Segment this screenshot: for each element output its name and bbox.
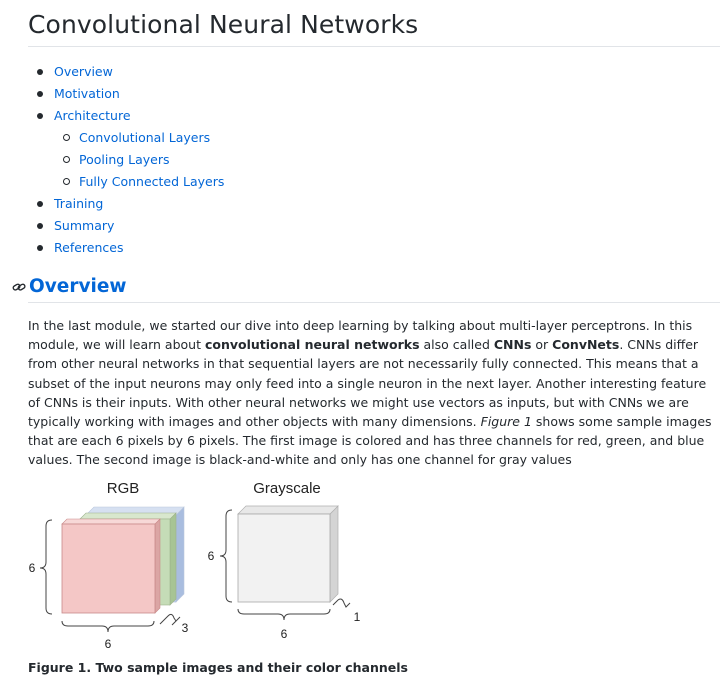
red-channel-side: [154, 518, 161, 614]
bold-term: convolutional neural networks: [204, 337, 420, 353]
section-title[interactable]: Overview: [29, 275, 127, 297]
toc-item: Architecture: [28, 105, 224, 127]
bullet-icon: [37, 113, 43, 119]
rgb-width-label: 6: [105, 637, 112, 651]
blue-channel-side: [175, 506, 185, 603]
green-channel-top: [79, 512, 177, 520]
hollow-bullet-icon: [63, 134, 70, 141]
rgb-cube: [61, 506, 185, 614]
red-channel-face: [61, 523, 156, 614]
red-channel-top: [61, 518, 161, 525]
gray-depth-brace: [332, 598, 351, 608]
toc-link[interactable]: Pooling Layers: [79, 152, 170, 167]
bold-term: ConvNets: [552, 337, 620, 353]
bullet-icon: [37, 201, 43, 207]
hollow-bullet-icon: [63, 156, 70, 163]
toc-link[interactable]: References: [54, 240, 124, 255]
gray-width-brace: [237, 608, 331, 621]
gray-channel-side: [329, 505, 339, 603]
page-title: Convolutional Neural Networks: [28, 10, 419, 39]
rgb-width-brace: [61, 620, 155, 633]
text-run: or: [531, 337, 553, 353]
figure-caption: Figure 1. Two sample images and their co…: [28, 660, 408, 675]
toc-item: Summary: [28, 215, 224, 237]
text-run: shows some sample images that are each 6…: [28, 414, 712, 468]
bold-term: CNNs: [493, 337, 532, 353]
gray-width-label: 6: [281, 627, 288, 641]
text-run: also called: [419, 337, 494, 353]
toc-link[interactable]: Motivation: [54, 86, 120, 101]
overview-paragraph: In the last module, we started our dive …: [28, 316, 718, 470]
figure-1: RGB 6 6 3 Grayscale 6 6 1: [29, 480, 361, 651]
gray-height-brace: [219, 509, 233, 603]
bullet-icon: [37, 223, 43, 229]
gray-height-label: 6: [208, 549, 215, 563]
toc-link[interactable]: Fully Connected Layers: [79, 174, 225, 189]
bullet-icon: [37, 245, 43, 251]
hollow-bullet-icon: [63, 178, 70, 185]
rgb-label: RGB: [107, 480, 140, 497]
toc-item: Pooling Layers: [28, 149, 224, 171]
gray-channel-top: [237, 505, 339, 515]
link-icon[interactable]: [12, 279, 26, 293]
text-run: . CNNs differ from other neural networks…: [28, 337, 707, 430]
toc-item: References: [28, 237, 224, 259]
title-divider: [28, 46, 720, 47]
text-run: In the last module, we started our dive …: [28, 318, 693, 353]
toc-item: Fully Connected Layers: [28, 171, 224, 193]
grayscale-cube: [237, 505, 339, 603]
bullet-icon: [37, 69, 43, 75]
rgb-depth-brace: [159, 613, 181, 626]
toc-link[interactable]: Training: [54, 196, 104, 211]
green-channel-side: [169, 512, 177, 606]
section-heading: Overview: [12, 272, 127, 300]
toc-link[interactable]: Convolutional Layers: [79, 130, 211, 145]
rgb-height-brace: [39, 519, 53, 615]
toc-item: Convolutional Layers: [28, 127, 224, 149]
section-divider: [28, 302, 720, 303]
toc-link[interactable]: Architecture: [54, 108, 131, 123]
figure-reference: Figure 1: [480, 414, 532, 430]
toc-item: Overview: [28, 61, 224, 83]
rgb-height-label: 6: [29, 561, 36, 575]
bullet-icon: [37, 91, 43, 97]
toc-link[interactable]: Overview: [54, 64, 113, 79]
toc-link[interactable]: Summary: [54, 218, 115, 233]
gray-depth-label: 1: [354, 610, 361, 624]
toc-item: Training: [28, 193, 224, 215]
gray-channel-face: [237, 513, 331, 603]
grayscale-label: Grayscale: [253, 480, 321, 497]
rgb-depth-label: 3: [182, 621, 189, 635]
toc-item: Motivation: [28, 83, 224, 105]
